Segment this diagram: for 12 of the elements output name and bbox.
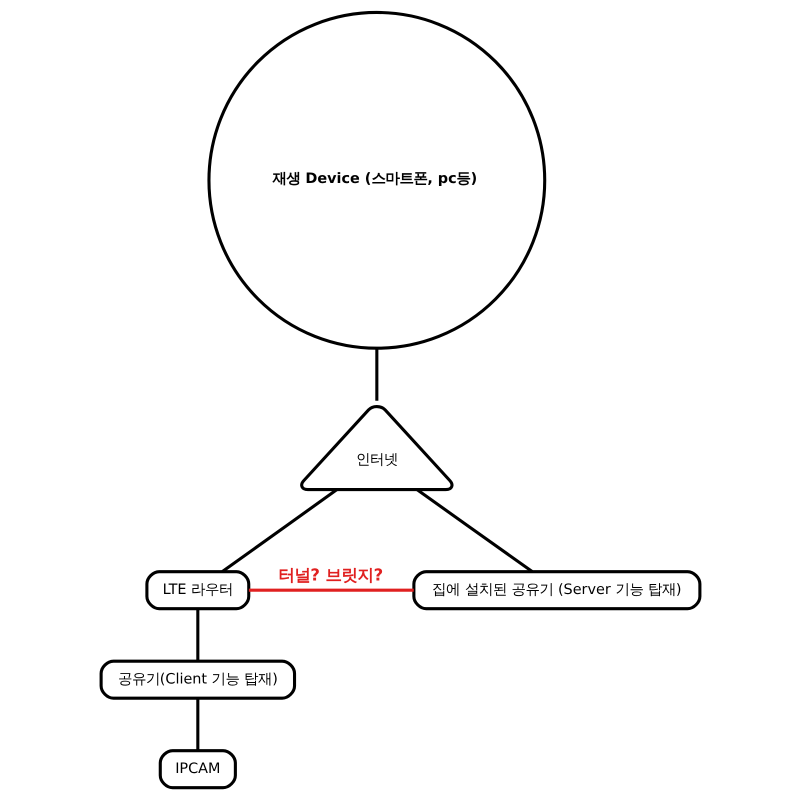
connector: [221, 488, 338, 573]
connector: [196, 698, 199, 750]
node-box: 공유기(Client 기능 탑재): [99, 660, 296, 700]
node-box: 집에 설치된 공유기 (Server 기능 탑재): [412, 570, 701, 610]
node-box: LTE 라우터: [144, 570, 250, 610]
connector: [374, 348, 378, 401]
connector: [248, 588, 414, 592]
node-circle: 재생 Device (스마트폰, pc등): [206, 10, 546, 350]
edge-label: 터널? 브릿지?: [278, 566, 383, 585]
node-box: IPCAM: [158, 749, 236, 790]
connector: [416, 488, 533, 573]
connector: [196, 608, 199, 661]
